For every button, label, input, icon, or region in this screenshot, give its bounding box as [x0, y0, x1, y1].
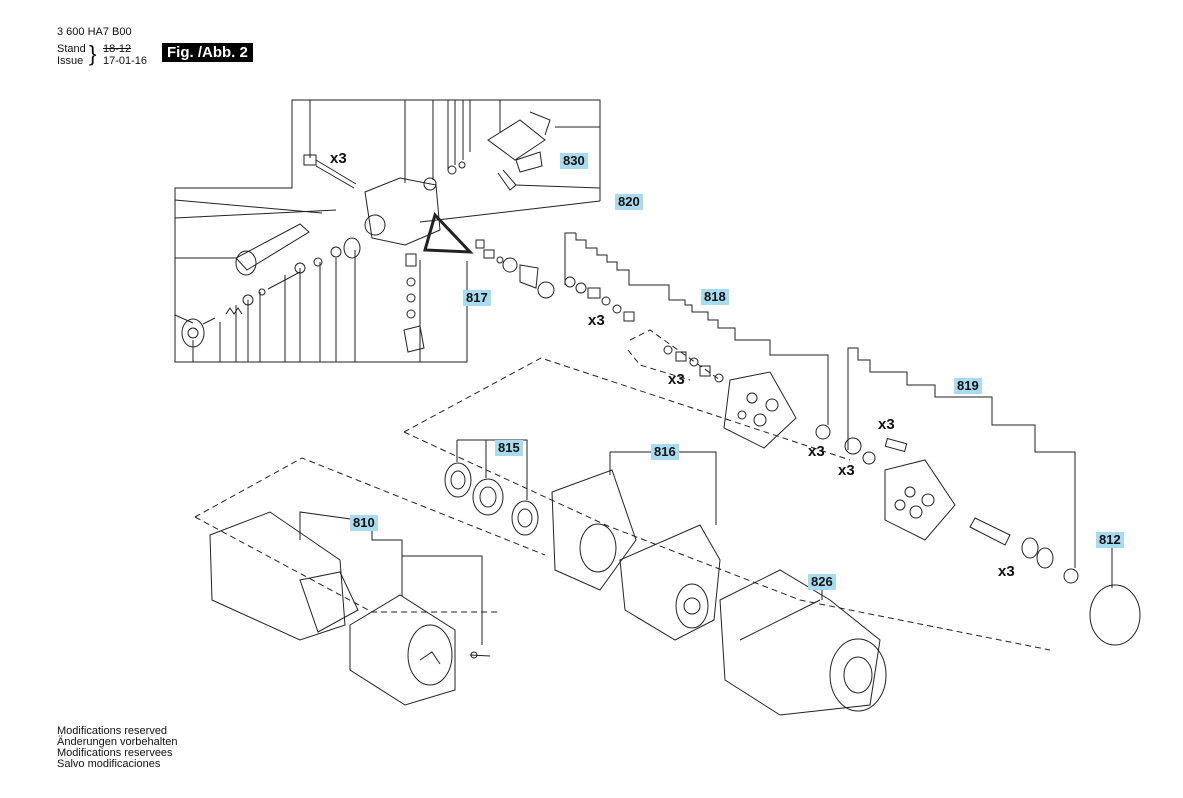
callout-826: 826: [808, 574, 836, 590]
footer-line: Änderungen vorbehalten: [57, 736, 178, 748]
callout-810: 810: [350, 515, 378, 531]
multiplier-819-bolt: x3: [878, 416, 895, 433]
footer-line: Modifications reserved: [57, 725, 168, 737]
footer-line: Modifications reservees: [57, 747, 173, 759]
multiplier-818-a: x3: [588, 312, 605, 329]
callout-820: 820: [615, 194, 643, 210]
brace-icon: }: [89, 41, 97, 66]
callout-818: 818: [701, 289, 729, 305]
callout-819: 819: [954, 378, 982, 394]
issue-label: Issue: [57, 55, 84, 67]
multiplier-818-b: x3: [668, 371, 685, 388]
footer-notes: Modifications reserved Änderungen vorbeh…: [57, 726, 177, 770]
multiplier-818-c: x3: [808, 443, 825, 460]
multiplier-819-spring: x3: [998, 563, 1015, 580]
callout-817: 817: [463, 290, 491, 306]
multiplier-819-ring: x3: [838, 462, 855, 479]
stand-value: 18-12: [103, 43, 132, 55]
callout-815: 815: [495, 440, 523, 456]
callout-816: 816: [651, 444, 679, 460]
multiplier-bolt-top: x3: [330, 150, 347, 167]
stand-label: Stand: [57, 43, 86, 55]
callout-812: 812: [1096, 532, 1124, 548]
issue-value: 17-01-16: [103, 55, 148, 67]
figure-label: Fig. /Abb. 2: [162, 43, 253, 62]
footer-line: Salvo modificaciones: [57, 758, 161, 770]
doc-number: 3 600 HA7 B00: [57, 26, 132, 38]
callout-830: 830: [560, 153, 588, 169]
